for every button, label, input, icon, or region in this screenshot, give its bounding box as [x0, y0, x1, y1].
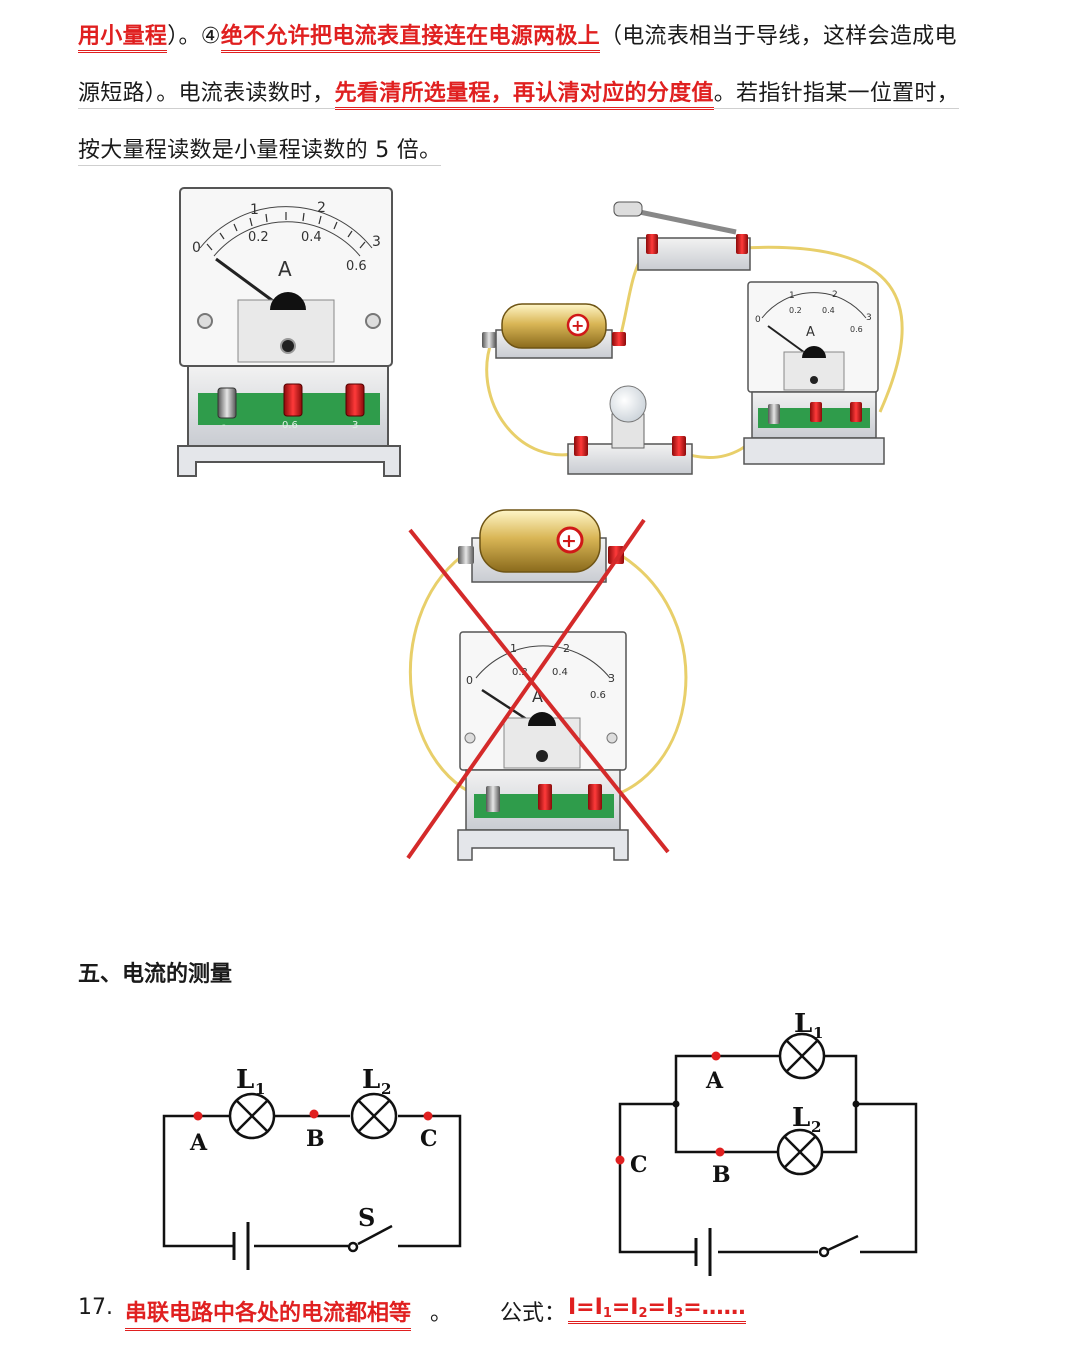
highlight-small-range: 用小量程: [78, 24, 168, 53]
parallel-l2-sub: 2: [811, 1118, 821, 1136]
parallel-point-c: C: [630, 1152, 648, 1178]
paragraph-line-3: 按大量程读数是小量程读数的 5 倍。: [78, 136, 442, 166]
ammeter-large: 0 1 2 3 0.2 0.4 0.6 A - 0.6 3: [177, 187, 401, 477]
wrong-scale-top-1: 1: [510, 642, 517, 655]
parallel-circuit-diagram: [618, 1032, 918, 1276]
parallel-circuit-labels: L 1 L 2 A B C: [630, 1009, 823, 1188]
series-point-a: A: [189, 1130, 208, 1156]
text-segment: 。若指针指某一位置时，: [713, 81, 960, 109]
scale-top-3: 3: [372, 234, 381, 250]
small-scale-top-2: 2: [832, 290, 838, 300]
circuit-illustration: + 0 1 2 3 0.2 0.4 0.6 A: [482, 201, 904, 475]
parallel-point-a: A: [705, 1068, 724, 1094]
parallel-circuit-points: [615, 1051, 860, 1165]
highlight-read-range: 先看清所选量程，再认清对应的分度值: [334, 81, 714, 110]
scale-bottom-1: 0.2: [248, 230, 269, 245]
battery-plus-icon-2: +: [561, 530, 577, 552]
wrong-connection-illustration: + 0 1 2 3 0.2 0.4 0.6 A: [406, 509, 688, 861]
scale-top-1: 1: [250, 202, 259, 218]
text-segment: ）。④: [167, 24, 221, 49]
scale-bottom-3: 0.6: [346, 259, 367, 274]
terminal-label-neg: -: [222, 420, 226, 431]
series-point-c: C: [420, 1126, 438, 1152]
paragraph-line-2: 源短路）。电流表读数时，先看清所选量程，再认清对应的分度值。若指针指某一位置时，: [78, 79, 960, 110]
series-circuit-diagram: [162, 1092, 462, 1270]
section-heading: 五、电流的测量: [78, 962, 233, 987]
text-segment: 源短路）。电流表读数时，: [78, 81, 335, 109]
wrong-scale-zero: 0: [466, 674, 473, 687]
highlight-never-connect: 绝不允许把电流表直接连在电源两极上: [220, 24, 600, 53]
battery-plus-icon: +: [571, 316, 584, 335]
unit-label: A: [278, 257, 292, 281]
small-scale-bottom-2: 0.4: [822, 306, 835, 315]
small-unit-label: A: [806, 325, 815, 340]
formula-label: 公式：: [500, 1301, 567, 1326]
parallel-l2-label: L: [792, 1103, 810, 1133]
series-l1-label: L: [236, 1065, 254, 1095]
wrong-unit-label: A: [532, 687, 543, 706]
terminal-label-3: 3: [352, 420, 358, 431]
wrong-scale-bottom-3: 0.6: [590, 690, 606, 701]
parallel-point-b: B: [712, 1162, 731, 1188]
wrong-scale-bottom-1: 0.2: [512, 667, 528, 678]
series-l2-sub: 2: [381, 1080, 391, 1098]
paragraph-line-1: 用小量程）。④绝不允许把电流表直接连在电源两极上（电流表相当于导线，这样会造成电: [78, 22, 957, 53]
scale-bottom-2: 0.4: [301, 230, 322, 245]
series-l2-label: L: [362, 1065, 380, 1095]
wrong-scale-bottom-2: 0.4: [552, 667, 568, 678]
item-number: 17.: [78, 1295, 113, 1320]
series-circuit-points: [193, 1109, 433, 1121]
small-scale-top-3: 3: [866, 313, 872, 323]
scale-top-2: 2: [317, 200, 326, 216]
formula: I=I1=I2=I3=……: [568, 1295, 746, 1324]
parallel-l1-label: L: [794, 1009, 812, 1039]
scale-zero: 0: [192, 240, 201, 256]
text-segment: 按大量程读数是小量程读数的 5 倍。: [78, 138, 442, 166]
series-point-b: B: [306, 1126, 325, 1152]
terminal-label-06: 0.6: [282, 420, 298, 431]
parallel-l1-sub: 1: [813, 1024, 823, 1042]
series-l1-sub: 1: [255, 1080, 265, 1098]
wrong-scale-top-2: 2: [563, 642, 570, 655]
small-scale-top-1: 1: [789, 291, 795, 301]
series-switch-label: S: [358, 1203, 375, 1232]
text-segment: （电流表相当于导线，这样会造成电: [599, 24, 957, 49]
wrong-scale-top-3: 3: [608, 672, 615, 685]
series-circuit-labels: L 1 L 2 A B C S: [189, 1065, 438, 1232]
cross-mark: [408, 528, 670, 854]
conclusion-text: 串联电路中各处的电流都相等: [125, 1295, 412, 1331]
small-scale-zero: 0: [755, 315, 761, 325]
small-scale-bottom-3: 0.6: [850, 325, 863, 334]
conclusion-period: 。: [430, 1301, 453, 1326]
small-scale-bottom-1: 0.2: [789, 306, 802, 315]
